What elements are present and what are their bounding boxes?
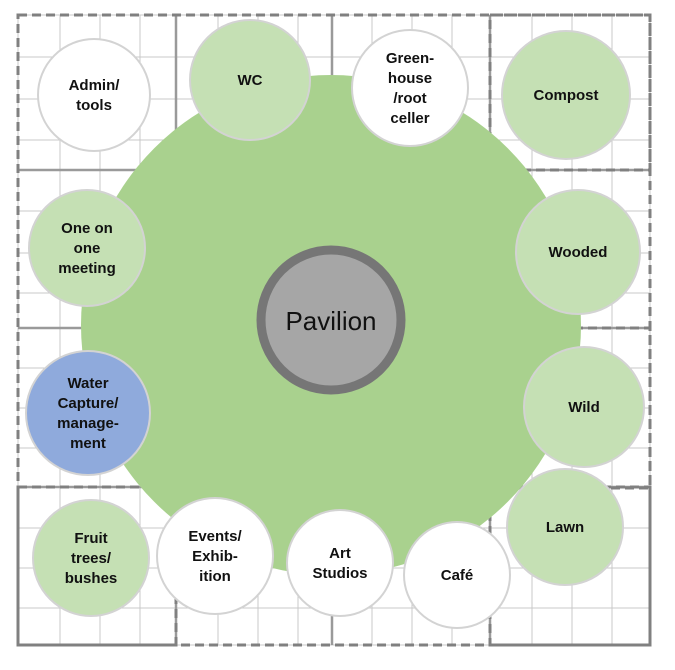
pavilion-circle [256, 245, 406, 395]
zone-circle [351, 29, 469, 147]
zone-lawn: Lawn [506, 468, 624, 586]
zone-label-line: Wooded [549, 244, 608, 261]
zone-label-line: house [388, 70, 432, 87]
zone-circle [501, 30, 631, 160]
zone-label-line: Art [329, 545, 351, 562]
zone-events: Events/Exhib-ition [156, 497, 274, 615]
zone-label-line: trees/ [71, 550, 112, 567]
zone-label-line: Events/ [188, 528, 242, 545]
zone-circle [286, 509, 394, 617]
zone-label-line: Café [441, 567, 474, 584]
zone-label-line: WC [238, 72, 263, 89]
zone-circle [403, 521, 511, 629]
zone-wooded: Wooded [515, 189, 641, 315]
dashed-block-outline [488, 485, 652, 647]
zone-circle [506, 468, 624, 586]
dashed-block-outline [488, 13, 652, 172]
zone-one-on-one: One on one meeting [28, 189, 146, 307]
zone-label-line: one [74, 240, 101, 257]
pavilion-label: Pavilion [285, 306, 376, 336]
zone-label-line: Capture/ [58, 395, 120, 412]
zone-label-line: meeting [58, 260, 116, 277]
dashed-block-outline [16, 485, 178, 647]
zone-wild: Wild [523, 346, 645, 468]
zone-label-line: ition [199, 568, 231, 585]
zone-label-line: Lawn [546, 519, 584, 536]
zone-label-line: Fruit [74, 530, 107, 547]
zone-admin-tools: Admin/tools [37, 38, 151, 152]
zone-circle [156, 497, 274, 615]
zone-label-line: Green- [386, 50, 434, 67]
zone-circle [28, 189, 146, 307]
zone-label-line: Water [67, 375, 108, 392]
zone-label-line: manage- [57, 415, 119, 432]
zone-label-line: /root [393, 90, 426, 107]
zone-wc: WC [189, 19, 311, 141]
zone-label-line: bushes [65, 570, 118, 587]
zone-circle [189, 19, 311, 141]
zone-cafe: Café [403, 521, 511, 629]
zone-circle [32, 499, 150, 617]
zone-label-line: tools [76, 97, 112, 114]
zone-compost: Compost [501, 30, 631, 160]
zone-fruit: Fruit trees/bushes [32, 499, 150, 617]
zone-circle [25, 350, 151, 476]
zone-label-line: Compost [534, 87, 599, 104]
zone-label-line: Wild [568, 399, 600, 416]
zone-label-line: Admin/ [69, 77, 121, 94]
zone-circles: Admin/tools WC Green-house/root celler Compo… [25, 19, 645, 629]
pavilion: Pavilion [256, 245, 406, 395]
zone-circle [37, 38, 151, 152]
zone-circle [523, 346, 645, 468]
zone-label-line: Studios [313, 565, 368, 582]
zone-label-line: celler [390, 110, 429, 127]
zone-label-line: Exhib- [192, 548, 238, 565]
zone-greenhouse: Green-house/root celler [351, 29, 469, 147]
zone-label-line: ment [70, 435, 106, 452]
zone-circle [515, 189, 641, 315]
zone-label-line: One on [61, 220, 113, 237]
